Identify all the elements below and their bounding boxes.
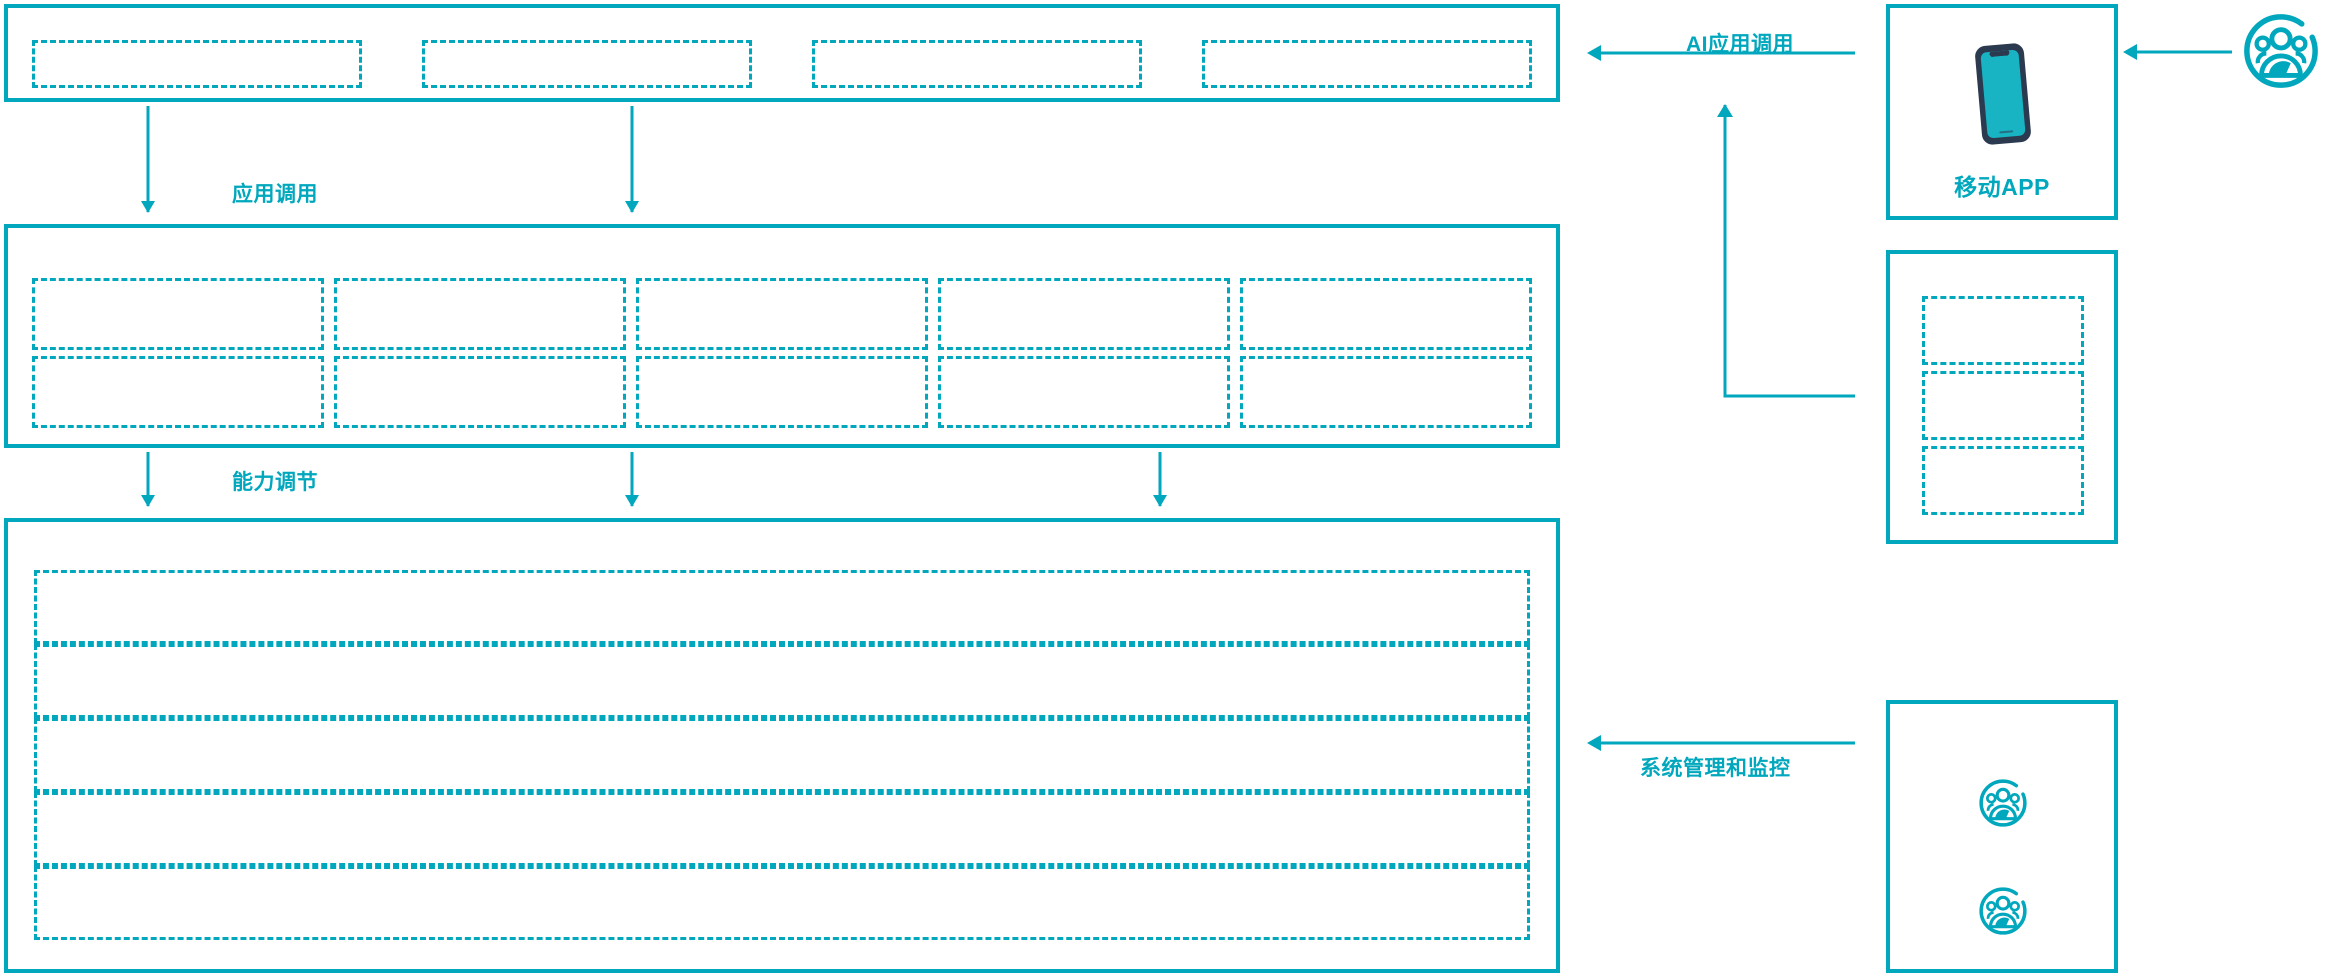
cap-box-2-5[interactable] [1240,356,1532,428]
capability-layer-panel[interactable] [4,224,1560,448]
app-box-4[interactable] [1202,40,1532,88]
plat-row-4[interactable] [34,792,1530,866]
smartphone-icon [1958,38,2048,150]
mobile-app-panel-label: 移动APP [1954,174,2050,200]
label-capability-tuning: 能力调节 [232,471,318,494]
app-box-1[interactable] [32,40,362,88]
channel-box-3[interactable] [1922,446,2084,515]
cap-box-1-5[interactable] [1240,278,1532,350]
cap-box-1-1[interactable] [32,278,324,350]
app-box-3[interactable] [812,40,1142,88]
plat-row-5[interactable] [34,866,1530,940]
label-ai-app-call: AI应用调用 [1686,33,1794,56]
label-app-call: 应用调用 [232,183,318,206]
cap-box-2-4[interactable] [938,356,1230,428]
label-system-admin: 系统管理和监控 [1640,757,1791,780]
cap-box-2-3[interactable] [636,356,928,428]
arrow-channel-uplink [1717,104,1855,398]
channel-box-2[interactable] [1922,371,2084,440]
platform-layer-panel[interactable] [4,518,1560,973]
plat-row-1[interactable] [34,570,1530,644]
plat-row-2[interactable] [34,644,1530,718]
cap-box-2-1[interactable] [32,356,324,428]
channel-box-1[interactable] [1922,296,2084,365]
cap-box-1-2[interactable] [334,278,626,350]
plat-row-3[interactable] [34,718,1530,792]
external-user-icon [2242,12,2320,90]
app-box-2[interactable] [422,40,752,88]
cap-box-2-2[interactable] [334,356,626,428]
cap-box-1-4[interactable] [938,278,1230,350]
user-group-icon [1978,886,2028,936]
user-group-icon [1978,778,2028,828]
cap-box-1-3[interactable] [636,278,928,350]
